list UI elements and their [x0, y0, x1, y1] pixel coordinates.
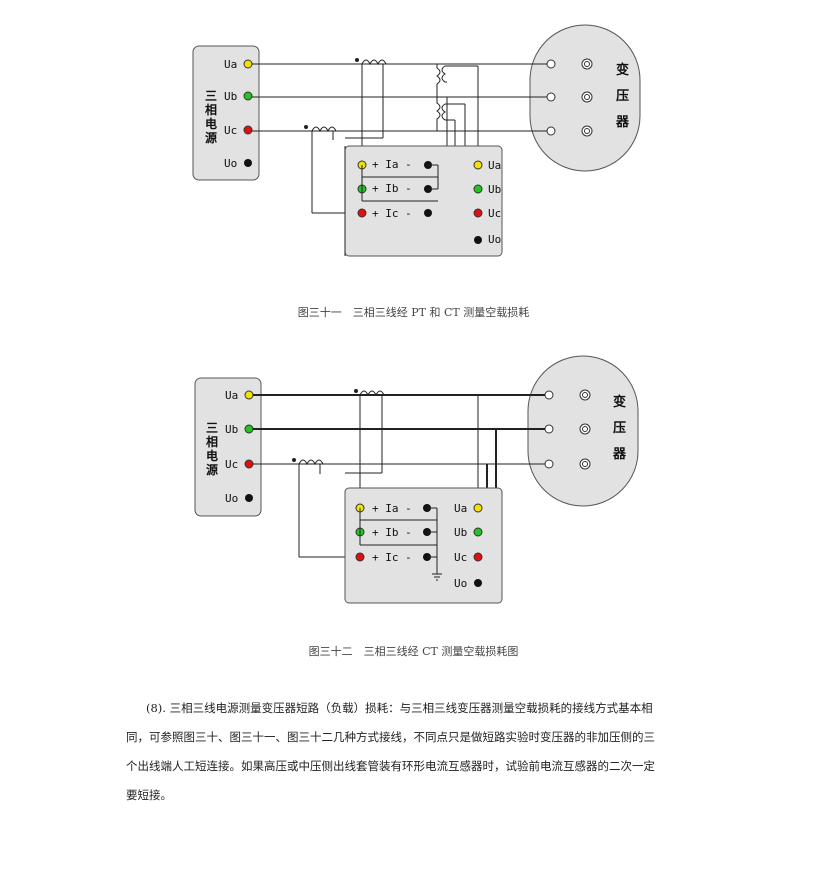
source-terminal-ub: Ub — [225, 423, 238, 436]
source-label-char: 电 — [205, 116, 217, 131]
voltage-channel-uc: Uc — [488, 207, 501, 220]
source-label-char: 相 — [206, 434, 218, 449]
source-terminal-uo: Uo — [224, 157, 237, 170]
source-terminal-uc: Uc — [224, 124, 237, 137]
terminal-dot-black — [244, 159, 252, 167]
voltage-channel-ub: Ub — [488, 183, 501, 196]
source-terminal-ua: Ua — [224, 58, 237, 71]
figure-ct-diagram: 三 相 电 源 Ua Ub Uc Uo 变 压 器 + Ia - — [0, 348, 827, 610]
voltage-channel-ua: Ua — [488, 159, 501, 172]
terminal-dot-red — [243, 125, 253, 135]
transformer-label-char: 器 — [612, 447, 627, 462]
transformer-label-char: 器 — [615, 115, 630, 130]
voltage-channel-ub: Ub — [454, 526, 467, 539]
current-channel-ia: + Ia - — [372, 158, 412, 171]
current-channel-ic: + Ic - — [372, 551, 412, 564]
voltage-channel-uo: Uo — [454, 577, 467, 590]
figure-caption: 图三十一 三相三线经 PT 和 CT 测量空载损耗 — [297, 306, 530, 319]
transformer-label-char: 压 — [616, 89, 629, 104]
current-channel-ib: + Ib - — [372, 182, 412, 195]
source-terminal-uo: Uo — [225, 492, 238, 505]
source-label-char: 三 — [205, 89, 217, 103]
transformer-label-char: 变 — [613, 394, 626, 410]
terminal-dot-green — [243, 91, 253, 101]
paragraph-line: (8). 三相三线电源测量变压器短路（负载）损耗：与三相三线变压器测量空载损耗的… — [126, 694, 706, 723]
voltage-channel-uc: Uc — [454, 551, 467, 564]
power-source-box — [192, 45, 260, 181]
voltage-channel-uo: Uo — [488, 233, 501, 246]
transformer-label-char: 压 — [613, 421, 626, 436]
power-source-box — [194, 377, 262, 517]
paragraph-line: 个出线端人工短连接。如果高压或中压侧出线套管装有环形电流互感器时，试验前电流互感… — [126, 759, 655, 773]
paragraph-line-text: (8). 三相三线电源测量变压器短路（负载）损耗：与三相三线变压器测量空载损耗的… — [146, 701, 653, 715]
transformer-label-char: 变 — [616, 62, 629, 78]
source-terminal-ub: Ub — [224, 90, 237, 103]
paragraph-line: 要短接。 — [126, 788, 172, 802]
source-label-char: 三 — [206, 421, 218, 435]
current-channel-ic: + Ic - — [372, 207, 412, 220]
terminal-dot-yellow — [243, 59, 253, 69]
source-label-char: 相 — [205, 102, 217, 117]
source-label-char: 源 — [205, 130, 217, 145]
source-terminal-ua: Ua — [225, 389, 238, 402]
current-channel-ib: + Ib - — [372, 526, 412, 539]
figure-caption: 图三十二 三相三线经 CT 测量空载损耗图 — [308, 645, 519, 658]
figure-pt-ct-diagram: 三 相 电 源 Ua Ub Uc Uo 变 压 器 — [0, 18, 827, 268]
body-paragraph: (8). 三相三线电源测量变压器短路（负载）损耗：与三相三线变压器测量空载损耗的… — [126, 694, 706, 810]
source-label-char: 源 — [206, 462, 218, 477]
current-channel-ia: + Ia - — [372, 502, 412, 515]
paragraph-line: 同，可参照图三十、图三十一、图三十二几种方式接线，不同点只是做短路实验时变压器的… — [126, 730, 655, 744]
source-label-char: 电 — [206, 448, 218, 463]
voltage-channel-ua: Ua — [454, 502, 467, 515]
source-terminal-uc: Uc — [225, 458, 238, 471]
